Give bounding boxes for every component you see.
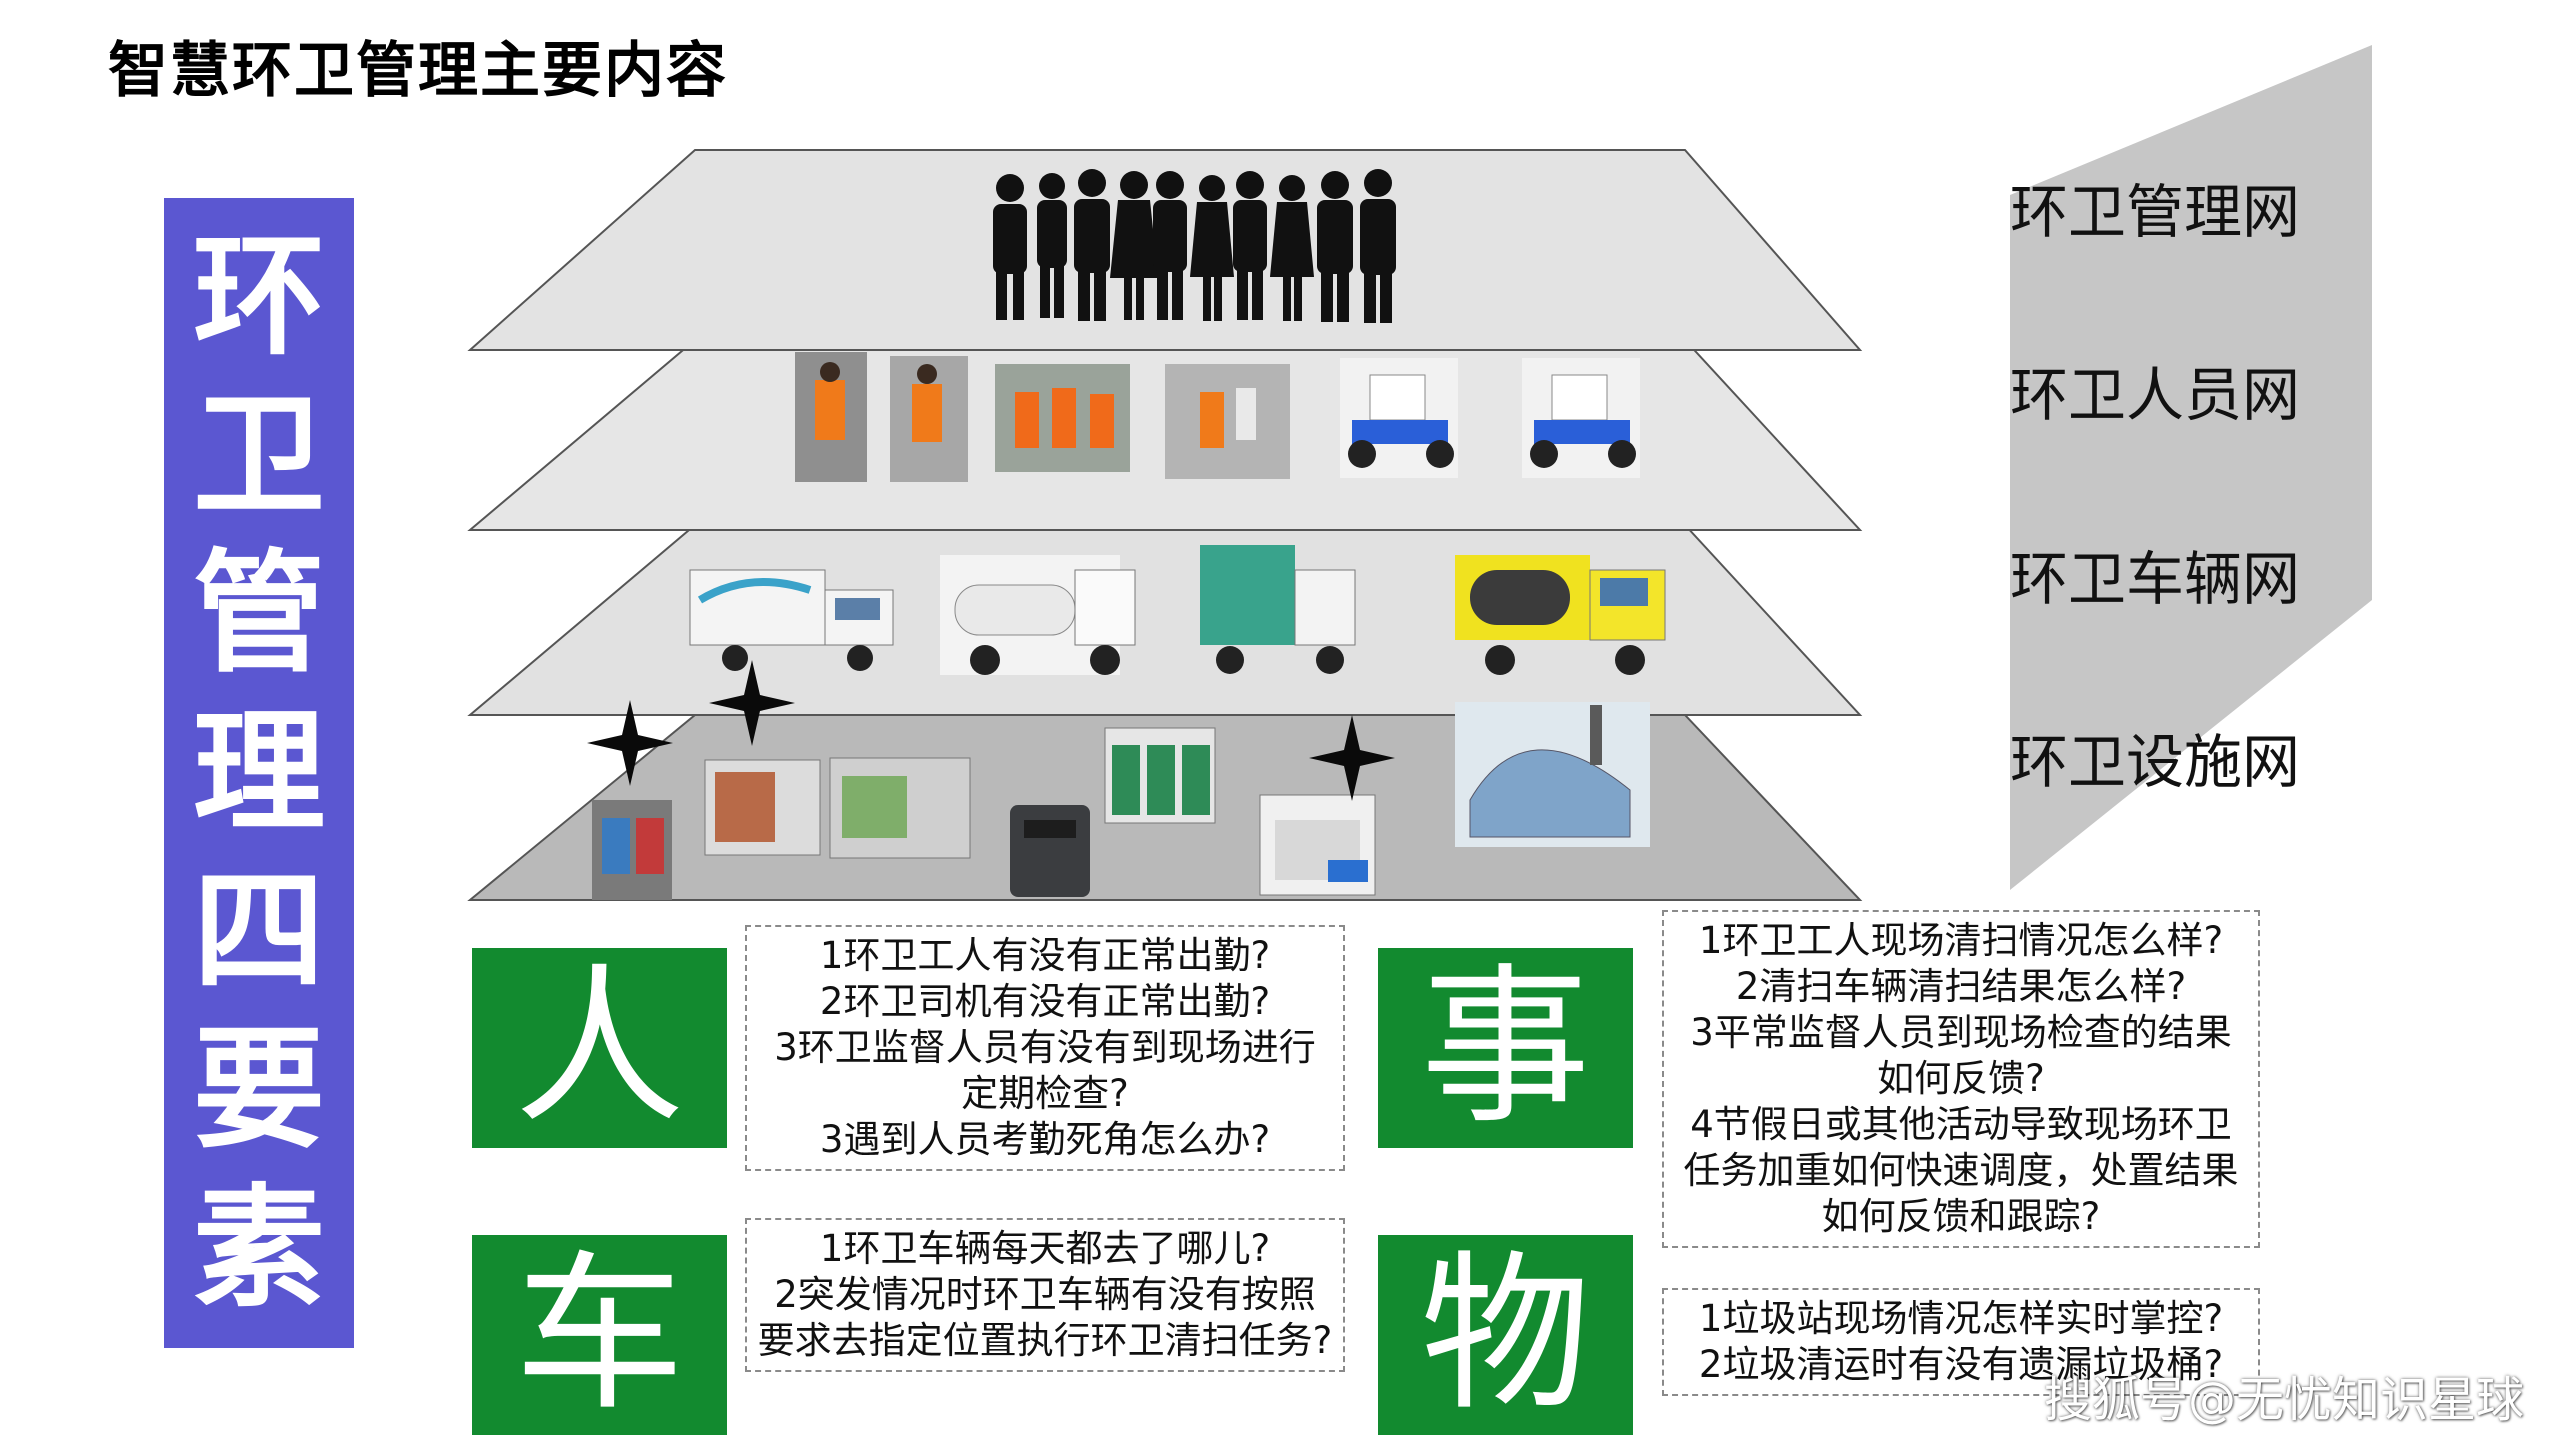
question-box-vehicles: 1环卫车辆每天都去了哪儿? 2突发情况时环卫车辆有没有按照 要求去指定位置执行环… bbox=[745, 1218, 1345, 1372]
element-box-people: 人 bbox=[472, 948, 727, 1148]
layer-label-facilities: 环卫设施网 bbox=[2010, 728, 2301, 796]
question-line: 3环卫监督人员有没有到现场进行 bbox=[774, 1026, 1316, 1069]
question-line: 2垃圾清运时有没有遗漏垃圾桶? bbox=[1698, 1343, 2224, 1386]
question-line: 1环卫工人现场清扫情况怎么样? bbox=[1698, 919, 2224, 962]
public-toilet-icon bbox=[1104, 727, 1216, 824]
question-line: 3平常监督人员到现场检查的结果 bbox=[1690, 1011, 2232, 1054]
layer-label-management: 环卫管理网 bbox=[2010, 178, 2301, 246]
question-line: 如何反馈和跟踪? bbox=[1821, 1195, 2101, 1238]
element-box-events: 事 bbox=[1378, 948, 1633, 1148]
question-line: 2清扫车辆清扫结果怎么样? bbox=[1735, 965, 2187, 1008]
water-tanker-truck-icon bbox=[940, 555, 1136, 675]
question-line: 要求去指定位置执行环卫清扫任务? bbox=[757, 1319, 1333, 1362]
sanitation-trucks-photos-icon bbox=[689, 545, 1666, 675]
street-sweeper-truck-icon bbox=[689, 569, 894, 671]
page-title: 智慧环卫管理主要内容 bbox=[108, 36, 728, 106]
electric-tricycle-icon bbox=[1340, 358, 1458, 478]
compactor-truck-icon bbox=[1200, 545, 1356, 674]
electric-tricycle-icon bbox=[1522, 358, 1640, 478]
question-box-people: 1环卫工人有没有正常出勤? 2环卫司机有没有正常出勤? 3环卫监督人员有没有到现… bbox=[745, 925, 1345, 1171]
banner-char: 要 bbox=[193, 1013, 325, 1168]
trash-bin-icon bbox=[592, 800, 672, 900]
side-wedge bbox=[2010, 45, 2372, 890]
people-silhouettes-icon bbox=[993, 169, 1396, 323]
question-line: 1环卫工人有没有正常出勤? bbox=[819, 934, 1271, 977]
banner-char: 管 bbox=[193, 537, 325, 692]
element-box-vehicles: 车 bbox=[472, 1235, 727, 1435]
watermark: 搜狐号@无忧知识星球 bbox=[2043, 1372, 2524, 1428]
star-marker-icon bbox=[587, 700, 673, 786]
element-char: 事 bbox=[1420, 949, 1591, 1147]
suction-truck-icon bbox=[1455, 555, 1666, 675]
smart-bin-icon bbox=[1010, 805, 1090, 897]
element-char: 人 bbox=[514, 949, 685, 1147]
question-line: 1环卫车辆每天都去了哪儿? bbox=[819, 1227, 1271, 1270]
element-char: 物 bbox=[1420, 1236, 1591, 1434]
banner-char: 素 bbox=[193, 1171, 325, 1326]
worker-photo-icon bbox=[795, 352, 867, 482]
transfer-station-icon bbox=[1259, 794, 1376, 896]
bus-shelter-icon bbox=[829, 757, 971, 859]
star-marker-icon bbox=[709, 660, 795, 746]
question-box-events: 1环卫工人现场清扫情况怎么样? 2清扫车辆清扫结果怎么样? 3平常监督人员到现场… bbox=[1662, 910, 2260, 1248]
layer-label-vehicles: 环卫车辆网 bbox=[2010, 545, 2301, 613]
incineration-plant-icon bbox=[1455, 702, 1650, 847]
question-box-objects: 1垃圾站现场情况怎样实时掌控? 2垃圾清运时有没有遗漏垃圾桶? bbox=[1662, 1288, 2260, 1396]
banner-char: 环 bbox=[193, 220, 325, 375]
bus-shelter-icon bbox=[704, 759, 821, 856]
question-line: 如何反馈? bbox=[1877, 1057, 2045, 1100]
sanitation-workers-photos-icon bbox=[795, 352, 1640, 482]
question-line: 3遇到人员考勤死角怎么办? bbox=[819, 1118, 1271, 1161]
worker-photo-icon bbox=[1165, 364, 1290, 479]
banner-char: 四 bbox=[193, 854, 325, 1009]
question-line: 2突发情况时环卫车辆有没有按照 bbox=[774, 1273, 1316, 1316]
question-line: 2环卫司机有没有正常出勤? bbox=[819, 980, 1271, 1023]
banner-char: 理 bbox=[193, 695, 325, 850]
question-line: 任务加重如何快速调度，处置结果 bbox=[1683, 1149, 2239, 1192]
star-marker-icon bbox=[1309, 715, 1395, 801]
question-line: 定期检查? bbox=[961, 1072, 1129, 1115]
worker-photo-icon bbox=[995, 364, 1130, 472]
vertical-title-banner: 环 卫 管 理 四 要 素 bbox=[164, 198, 354, 1348]
worker-photo-icon bbox=[890, 356, 968, 482]
element-char: 车 bbox=[514, 1236, 685, 1434]
question-line: 4节假日或其他活动导致现场环卫 bbox=[1690, 1103, 2232, 1146]
layer-label-workers: 环卫人员网 bbox=[2010, 361, 2301, 429]
banner-char: 卫 bbox=[193, 378, 325, 533]
question-line: 1垃圾站现场情况怎样实时掌控? bbox=[1698, 1297, 2224, 1340]
sanitation-facilities-photos-icon bbox=[592, 702, 1650, 900]
element-box-objects: 物 bbox=[1378, 1235, 1633, 1435]
